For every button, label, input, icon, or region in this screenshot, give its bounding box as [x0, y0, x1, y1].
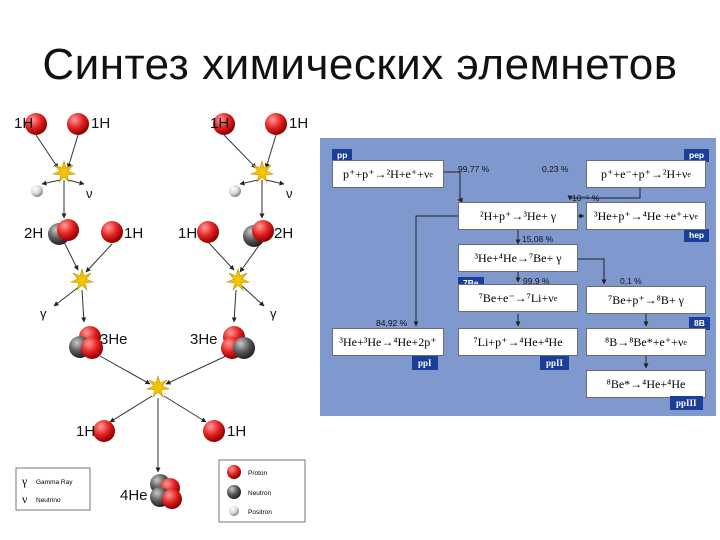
reaction-he3-he4: ³He+⁴He→⁷Be+ γ [458, 244, 578, 272]
legend-positron-label: Positron [248, 509, 272, 516]
reaction-li7-proton: ⁷Li+p⁺→⁴He+⁴He [458, 328, 578, 356]
legend-proton-label: Proton [248, 470, 268, 477]
branch-percent: 15,08 % [522, 234, 554, 244]
proton-particle [25, 113, 47, 135]
legend-gamma-label: Gamma Ray [36, 479, 73, 486]
label-h1: 1H [210, 115, 229, 132]
legend-particles: γ Gamma Ray ν Neutrino [15, 467, 91, 511]
page-title: Синтез химических элемнетов [42, 40, 678, 89]
branch-percent: 0,23 % [542, 164, 569, 174]
label-he4: 4He [120, 487, 148, 504]
reaction-be8-decay: ⁸Be*→⁴He+⁴He [586, 370, 706, 398]
caption-ppIII: ppIII [670, 396, 703, 410]
proton-particle [265, 113, 287, 135]
tag-hep: hep [684, 229, 710, 242]
proton-particle [67, 113, 89, 135]
positron-particle [229, 185, 241, 197]
label-h2: 2H [274, 225, 293, 242]
proton-particle [213, 113, 235, 135]
label-h1: 1H [91, 115, 110, 132]
reaction-he3-he3: ³He+³He→⁴He+2p⁺ [332, 328, 444, 356]
caption-ppI: ppI [412, 356, 438, 370]
label-h1: 1H [227, 423, 246, 440]
label-neutrino: ν [86, 186, 93, 201]
branch-percent: 99,9 % [523, 276, 550, 286]
reaction-be7-proton: ⁷Be+p⁺→⁸B+ γ [586, 286, 706, 314]
caption-ppII: ppII [540, 356, 570, 370]
branch-percent: 84,92 % [376, 318, 408, 328]
reaction-deuterium-burning: ²H+p⁺→³He+ γ [458, 202, 578, 230]
label-he3: 3He [190, 331, 218, 348]
proton-particle [93, 420, 115, 442]
label-gamma: γ [270, 306, 277, 321]
legend-neutron-label: Neutron [248, 490, 272, 497]
label-h1: 1H [76, 423, 95, 440]
deuteron [243, 220, 274, 247]
label-h1: 1H [178, 225, 197, 242]
helium4-nucleus [150, 474, 182, 509]
label-h1: 1H [289, 115, 308, 132]
label-h1: 1H [124, 225, 143, 242]
proton-particle [203, 420, 225, 442]
label-neutrino: ν [286, 186, 293, 201]
helium3-nucleus [221, 326, 255, 359]
tag-b8: 8B [689, 317, 710, 330]
reaction-arrows [35, 134, 285, 473]
proton-particle [197, 221, 219, 243]
label-gamma: γ [40, 306, 47, 321]
tag-pp: pp [332, 149, 353, 162]
helium3-nucleus [69, 326, 103, 359]
pp-chain-particle-diagram: 1H 1H 1H 1H ν ν 2H 1H 1H 2H γ γ 3He 3He … [14, 113, 308, 523]
legend-nu-label: Neutrino [36, 497, 61, 504]
legend-nucleons: Proton Neutron Positron [218, 459, 306, 523]
branch-percent: 99,77 % [458, 164, 490, 174]
label-he3: 3He [100, 331, 128, 348]
branch-percent: 10⁻⁵ % [572, 193, 600, 203]
proton-particle [101, 221, 123, 243]
reaction-stars [51, 159, 275, 399]
deuteron [48, 219, 79, 245]
legend-nu-symbol: ν [22, 492, 28, 506]
tag-pep: pep [684, 149, 710, 162]
label-h1: 1H [14, 115, 33, 132]
positron-particle [31, 185, 43, 197]
legend-gamma-symbol: γ [21, 474, 28, 488]
label-h2: 2H [24, 225, 43, 242]
branch-percent: 0,1 % [620, 276, 642, 286]
